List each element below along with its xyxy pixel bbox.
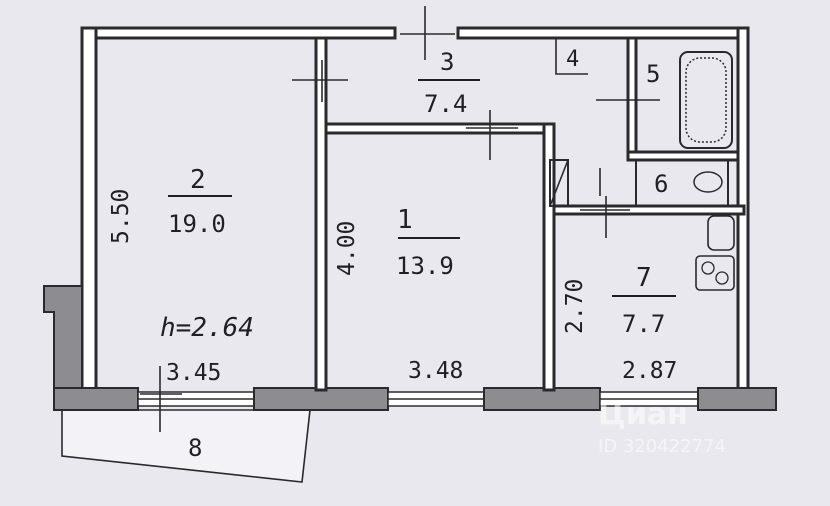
bottom-wall bbox=[53, 387, 777, 411]
sink-icon bbox=[707, 215, 735, 251]
bottom-wall-seg1 bbox=[53, 387, 139, 411]
toilet-icon bbox=[693, 171, 723, 193]
bathtub-inner-icon bbox=[685, 57, 727, 143]
top-wall-right bbox=[456, 26, 750, 40]
interior-walls bbox=[314, 36, 746, 392]
room-6-number: 6 bbox=[654, 170, 668, 198]
ceiling-height: h=2.64 bbox=[160, 313, 254, 343]
dimension-room2-height: 5.50 bbox=[108, 189, 134, 244]
niche bbox=[549, 159, 569, 207]
room-2-area: 19.0 bbox=[168, 210, 226, 238]
bathtub-icon bbox=[679, 51, 733, 149]
bottom-wall-seg3 bbox=[483, 387, 601, 411]
room-4-number: 4 bbox=[566, 47, 579, 72]
room-8-number: 8 bbox=[188, 434, 202, 462]
wall-room2-right bbox=[314, 36, 328, 392]
top-wall-left bbox=[88, 26, 397, 40]
room-3-area: 7.4 bbox=[424, 90, 467, 118]
door-markers bbox=[140, 6, 660, 432]
wall-bath-left bbox=[626, 36, 638, 162]
room-2-number: 2 bbox=[190, 165, 206, 195]
watermark-brand: Циан bbox=[598, 397, 688, 432]
closet-outline bbox=[555, 38, 588, 75]
stove-burner-icon bbox=[701, 261, 715, 275]
room-1-number: 1 bbox=[397, 205, 413, 235]
fixtures bbox=[679, 51, 735, 291]
wall-bath-bottom bbox=[626, 150, 740, 162]
room-7-area: 7.7 bbox=[622, 310, 665, 338]
dimension-width-7: 2.87 bbox=[622, 358, 677, 384]
niche-diagonal bbox=[549, 159, 569, 207]
wall-room1-right bbox=[542, 122, 556, 392]
balcony-outline bbox=[61, 409, 311, 483]
room-7-number: 7 bbox=[636, 263, 652, 293]
room-3-number: 3 bbox=[440, 48, 454, 76]
stove-icon bbox=[695, 255, 735, 291]
room-1-area: 13.9 bbox=[396, 252, 454, 280]
room-5-number: 5 bbox=[646, 60, 660, 88]
dimension-room7-height: 2.70 bbox=[562, 279, 588, 334]
watermark-id: ID 320422774 bbox=[598, 436, 726, 457]
area-underlines bbox=[168, 79, 676, 297]
stove-burner-icon bbox=[715, 271, 729, 285]
bottom-left-bracket bbox=[43, 285, 83, 391]
dimension-width-2: 3.45 bbox=[166, 360, 221, 386]
left-wall bbox=[80, 26, 98, 392]
dimension-room1-height: 4.00 bbox=[334, 221, 360, 276]
bottom-wall-seg4 bbox=[697, 387, 777, 411]
toilet-room bbox=[635, 159, 729, 207]
dimension-width-1: 3.48 bbox=[408, 358, 463, 384]
